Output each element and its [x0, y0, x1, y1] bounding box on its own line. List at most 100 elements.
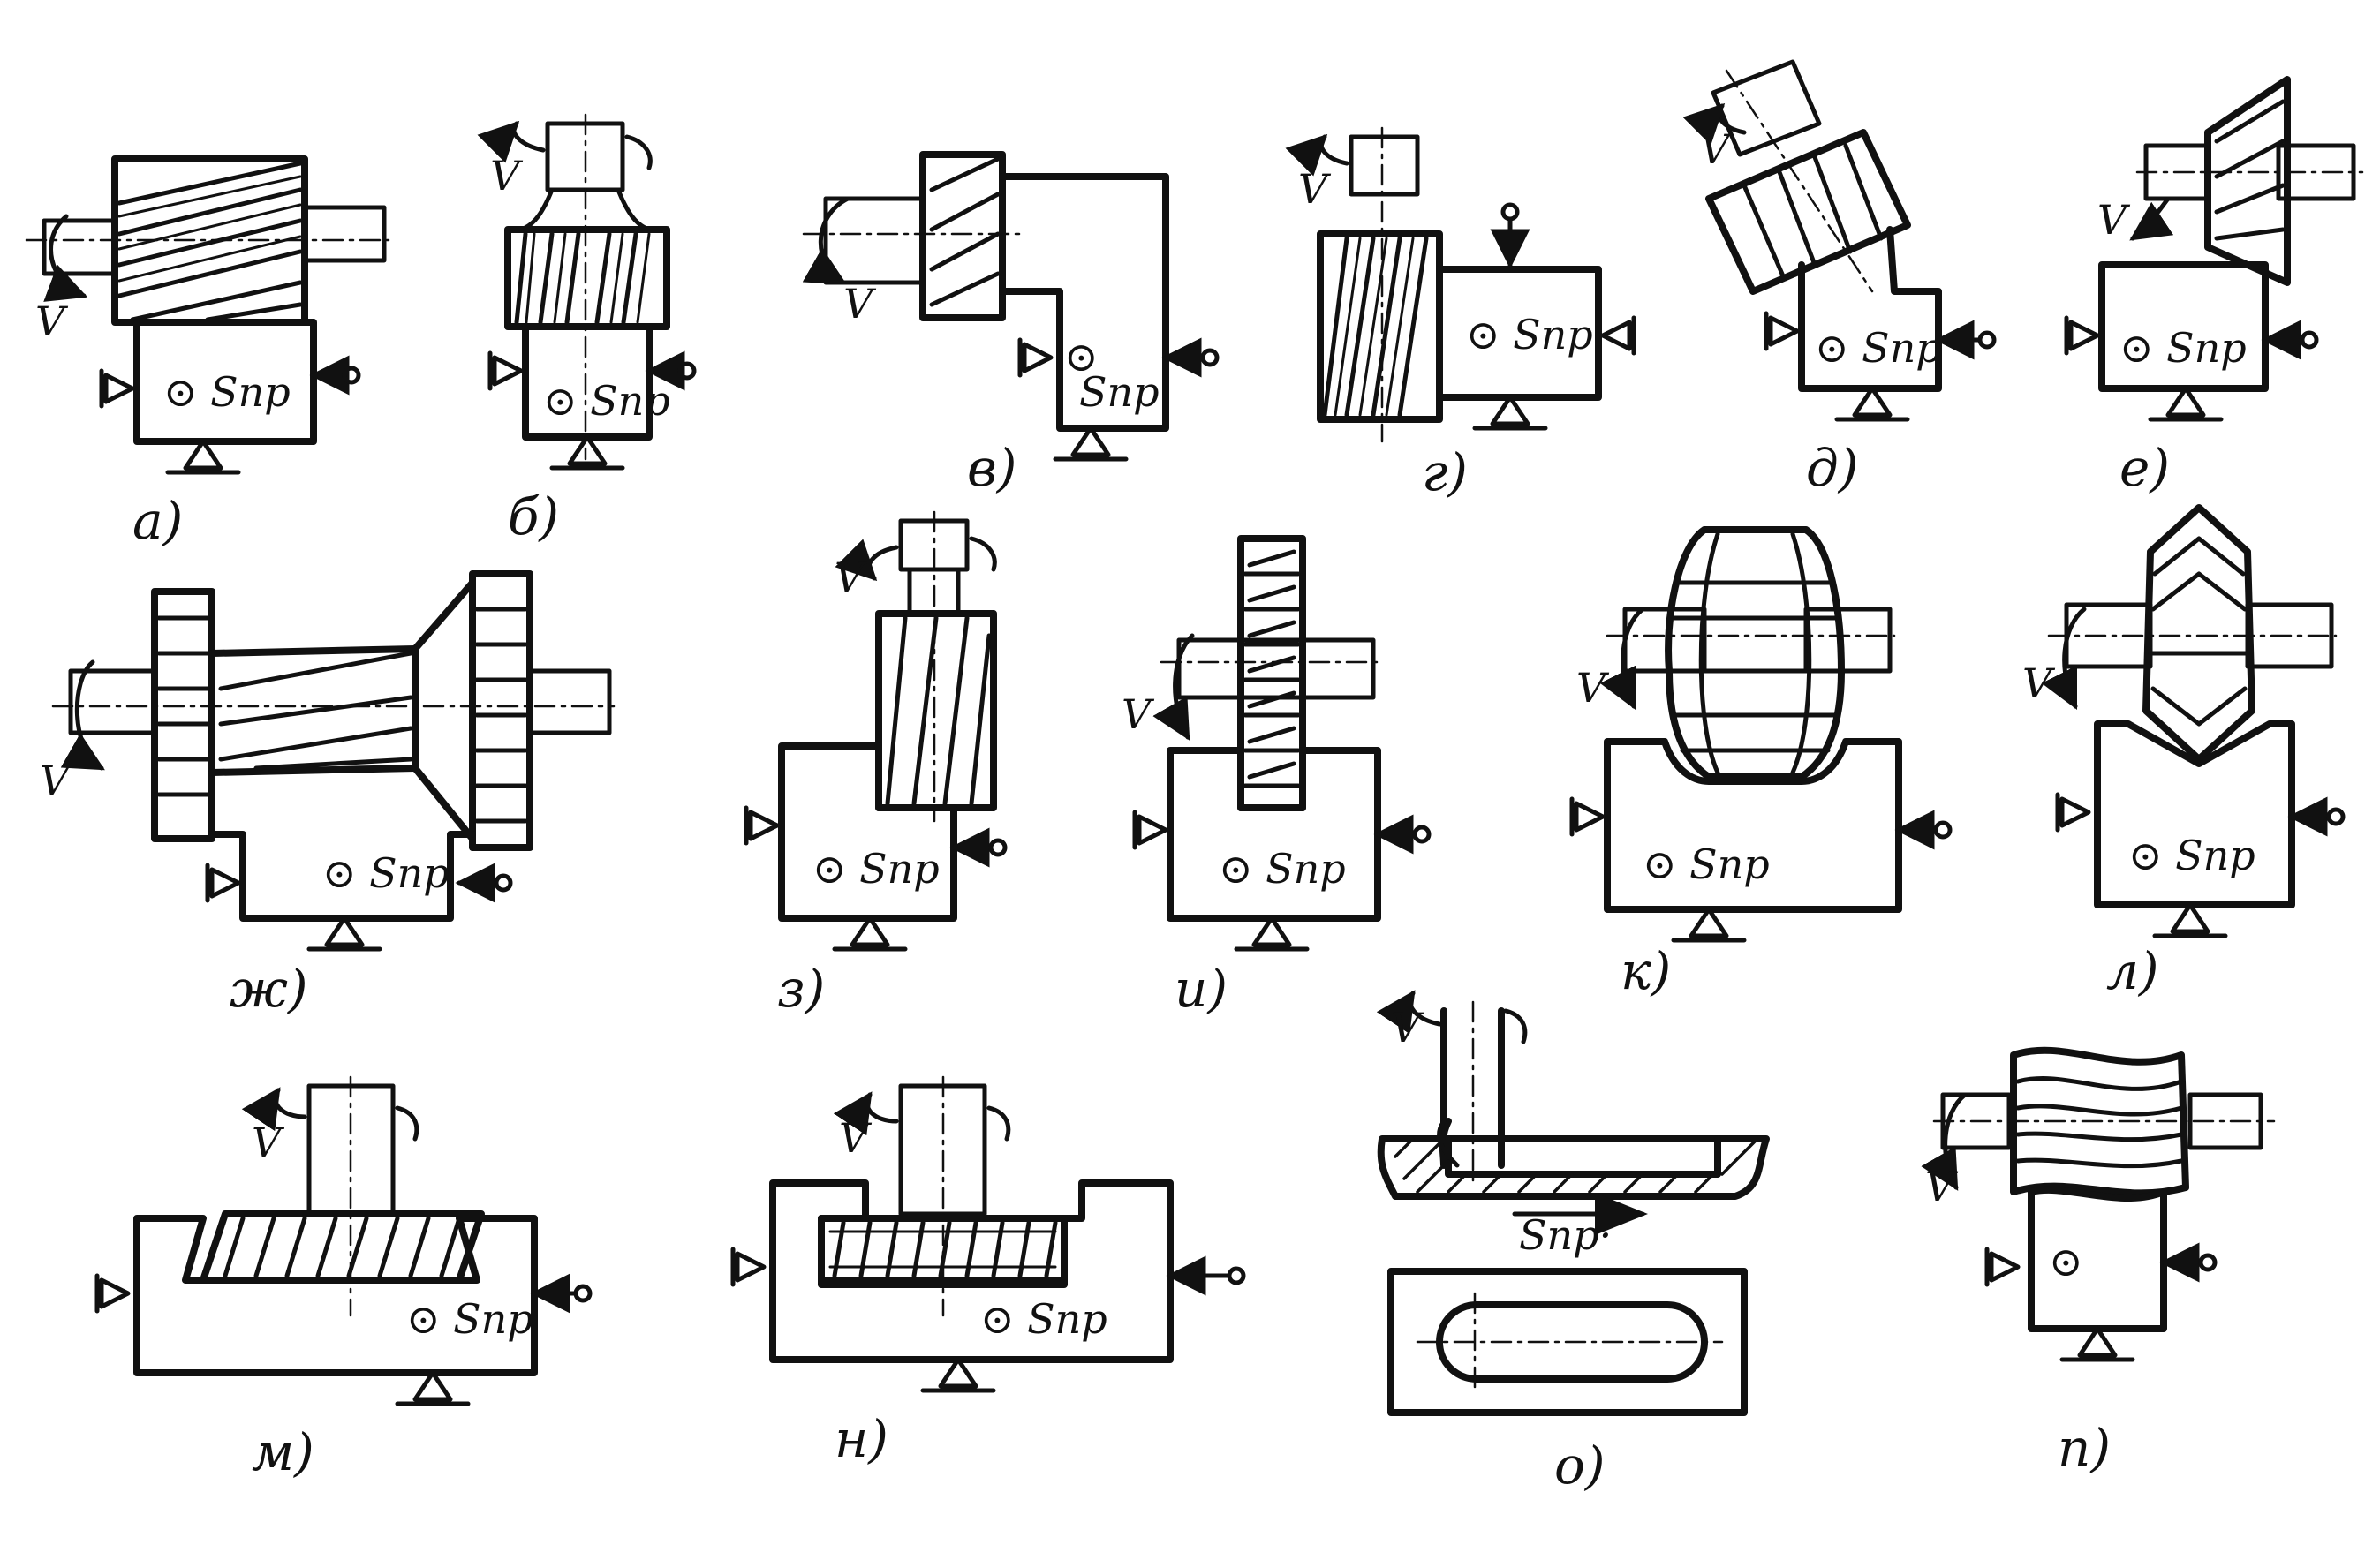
feed-label: ⊙	[1064, 333, 1099, 381]
rotation-arrow: V	[1921, 1092, 1968, 1210]
locating-support	[2064, 315, 2319, 422]
locating-support	[94, 1273, 593, 1406]
workpiece: ⊙ Sпр	[133, 1215, 538, 1376]
spindle	[898, 510, 970, 823]
panel-p: V ⊙ п)	[1921, 1046, 2276, 1478]
panel-e: V ⊙ Sпр е)	[2064, 76, 2364, 498]
workpiece: ⊙ Sпр	[769, 1179, 1174, 1363]
panel-caption: д)	[1806, 438, 1858, 498]
feed-direction: Sпр·	[1512, 1193, 1648, 1259]
workpiece: ⊙ Sпр	[1436, 266, 1602, 401]
workpiece: ⊙ Sпр	[999, 173, 1169, 432]
rotation-arrow: V	[40, 659, 105, 804]
end-mill-cutter	[875, 610, 997, 811]
panel-caption: п)	[2058, 1418, 2111, 1478]
panel-caption: г)	[1422, 442, 1468, 502]
rotation-arrow: V	[1285, 133, 1349, 213]
rotation-arrow: V	[833, 1091, 1011, 1162]
panel-d: V ⊙ Sпр д)	[1682, 59, 1997, 498]
feed-label: ⊙ Sпр	[980, 1295, 1107, 1343]
dovetail-cutter	[200, 1210, 485, 1284]
velocity-label: V	[490, 152, 524, 200]
panel-o: V Sпр· о)	[1376, 990, 1770, 1496]
rotation-arrow: V	[477, 120, 653, 200]
tilted-cutter	[1705, 129, 1911, 295]
workpiece: ⊙ Sпр	[2098, 261, 2269, 392]
velocity-label: V	[1925, 1163, 1959, 1210]
convex-form-cutter	[1665, 526, 1845, 780]
rotation-arrow: V	[1576, 607, 1645, 712]
locating-support	[99, 355, 361, 475]
rotation-arrow: V	[1682, 102, 1747, 173]
workpiece: ⊙ Sпр	[1167, 747, 1381, 922]
panel-caption: к)	[1621, 941, 1671, 1001]
velocity-label: V	[2097, 196, 2131, 244]
feed-label: ⊙ Sпр	[812, 845, 940, 893]
workpiece: ⊙ Sпр	[1604, 738, 1902, 913]
side-cutter	[919, 151, 1006, 321]
velocity-label: V	[1122, 690, 1155, 738]
arbor	[1932, 1092, 2276, 1150]
panel-b: V ⊙ Sпр б)	[477, 113, 697, 546]
feed-label: Sпр·	[1519, 1211, 1612, 1259]
velocity-label: V	[40, 757, 73, 804]
velocity-label: V	[839, 1114, 873, 1162]
feed-label: ⊙ Sпр	[406, 1295, 533, 1343]
panel-caption: е)	[2119, 438, 2170, 498]
locating-support	[1132, 810, 1432, 952]
panel-v: V ⊙ Sпр в)	[802, 151, 1220, 498]
velocity-label: V	[1298, 165, 1332, 213]
workpiece: ⊙ Sпр	[522, 323, 670, 441]
panel-m: V ⊙ Sпр м)	[94, 1075, 593, 1482]
rotation-arrow: V	[802, 196, 877, 328]
panel-caption: н)	[835, 1409, 888, 1469]
arbor	[1160, 637, 1379, 700]
spindle	[1349, 126, 1420, 443]
feed-label: ⊙ Sпр	[163, 368, 291, 416]
end-mill-cutter	[504, 226, 670, 330]
rotation-arrow: V	[35, 214, 88, 345]
panel-k: V ⊙ Sпр к)	[1569, 526, 1953, 1001]
feed-label: ⊙ Sпр	[2128, 832, 2255, 879]
feed-label: ⊙ Sпр	[1466, 311, 1593, 358]
velocity-label: V	[35, 298, 69, 345]
locating-support	[730, 1247, 1246, 1393]
velocity-label: V	[2022, 659, 2056, 707]
feed-label: ⊙ Sпр	[1219, 845, 1346, 893]
locating-support	[205, 863, 513, 952]
velocity-label: V	[1700, 125, 1734, 173]
feed-label: ⊙ Sпр	[1815, 324, 1942, 372]
panel-caption: о)	[1554, 1436, 1606, 1496]
arbor	[2135, 143, 2364, 201]
keyway-section	[1377, 1135, 1770, 1200]
panel-caption: м)	[252, 1422, 314, 1482]
feed-label: ⊙ Sпр	[543, 377, 670, 425]
workpiece: ⊙ Sпр	[778, 742, 957, 922]
rotation-arrow: V	[2097, 196, 2174, 244]
workpiece: ⊙	[2028, 1186, 2167, 1332]
arbor	[2047, 602, 2338, 669]
feed-label: ⊙ Sпр	[2119, 324, 2247, 372]
workpiece: ⊙ Sпр	[2094, 720, 2295, 908]
panel-n: V ⊙ Sпр н)	[730, 1075, 1246, 1469]
velocity-label: V	[843, 280, 877, 328]
panel-caption: и)	[1175, 959, 1228, 1019]
panel-l: V ⊙ Sпр л)	[2022, 504, 2346, 1001]
end-mill-cutter	[1317, 230, 1443, 423]
feed-label: ⊙ Sпр	[1643, 840, 1770, 888]
velocity-label: V	[1391, 1004, 1424, 1051]
velocity-label: V	[252, 1119, 285, 1166]
locating-support	[1984, 1242, 2218, 1362]
locating-support	[744, 805, 1008, 952]
shaped-form-cutter	[2010, 1046, 2189, 1197]
slotting-cutter	[1237, 535, 1306, 811]
locating-support	[487, 350, 697, 471]
locating-support	[1764, 311, 1997, 422]
gang-cutter-set	[151, 570, 533, 851]
spindle	[898, 1075, 987, 1317]
panel-caption: ж)	[230, 959, 308, 1019]
rotation-arrow: V	[2022, 607, 2087, 711]
concave-form-cutter	[2142, 504, 2255, 763]
rotation-arrow: V	[835, 536, 997, 601]
